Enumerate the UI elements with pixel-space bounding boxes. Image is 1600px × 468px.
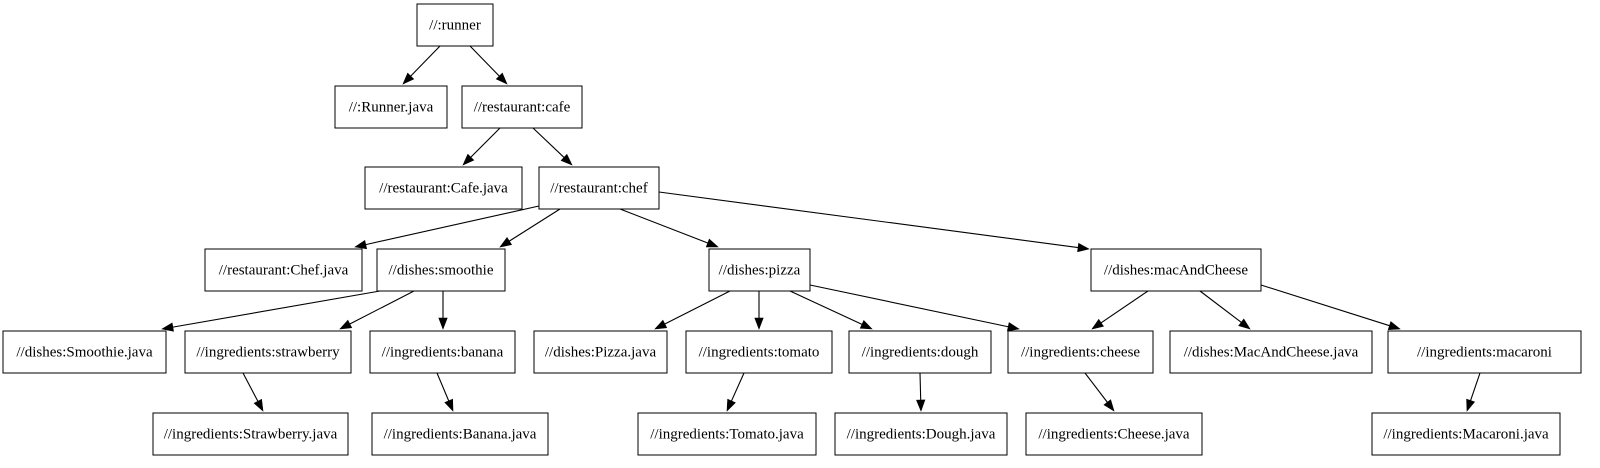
graph-node-label: //ingredients:Cheese.java	[1038, 426, 1190, 442]
graph-node-label: //dishes:MacAndCheese.java	[1184, 344, 1359, 360]
graph-node-strawberry_java[interactable]: //ingredients:Strawberry.java	[152, 412, 349, 456]
graph-node-ing_cheese[interactable]: //ingredients:cheese	[1007, 330, 1154, 374]
graph-node-label: //ingredients:macaroni	[1417, 344, 1552, 360]
graph-edge	[754, 291, 764, 330]
graph-edge	[658, 191, 1090, 253]
graph-node-label: //dishes:Pizza.java	[545, 344, 657, 360]
graph-node-ing_tomato[interactable]: //ingredients:tomato	[685, 330, 833, 374]
graph-node-label: //:Runner.java	[349, 99, 434, 115]
graph-node-dishes_macandcheese[interactable]: //dishes:macAndCheese	[1090, 248, 1262, 292]
graph-edge	[789, 290, 873, 330]
graph-node-label: //ingredients:Banana.java	[384, 426, 537, 442]
graph-node-label: //restaurant:cafe	[474, 99, 571, 115]
graph-edge	[339, 290, 415, 330]
graph-node-ing_strawberry[interactable]: //ingredients:strawberry	[184, 330, 352, 374]
graph-edge	[1091, 290, 1149, 330]
graph-edge	[809, 284, 1020, 332]
graph-edge	[436, 372, 454, 412]
graph-node-label: //restaurant:Chef.java	[219, 262, 349, 278]
graph-node-label: //ingredients:Tomato.java	[650, 426, 804, 442]
graph-edge	[532, 127, 573, 166]
graph-edge	[438, 291, 448, 330]
graph-node-runner[interactable]: //:runner	[416, 3, 494, 47]
graph-node-banana_java[interactable]: //ingredients:Banana.java	[371, 412, 549, 456]
graph-edge	[161, 290, 381, 332]
graph-node-label: //dishes:pizza	[719, 262, 801, 278]
graph-node-label: //ingredients:tomato	[699, 344, 820, 360]
graph-edge	[462, 127, 501, 166]
graph-node-chef_java[interactable]: //restaurant:Chef.java	[204, 248, 363, 292]
graph-node-label: //:runner	[429, 17, 481, 33]
graph-node-label: //restaurant:Cafe.java	[379, 180, 508, 196]
graph-edge	[1084, 372, 1115, 412]
graph-edge	[916, 372, 926, 412]
graph-node-label: //ingredients:banana	[382, 344, 504, 360]
graph-node-restaurant_cafe[interactable]: //restaurant:cafe	[461, 85, 583, 129]
graph-edge	[654, 290, 731, 330]
graph-node-pizza_java[interactable]: //dishes:Pizza.java	[533, 330, 668, 374]
graph-node-label: //ingredients:Dough.java	[847, 426, 996, 442]
graph-node-label: //dishes:smoothie	[389, 262, 494, 278]
graph-node-label: //ingredients:cheese	[1021, 344, 1140, 360]
graph-edge	[469, 45, 508, 85]
graph-edge	[354, 205, 540, 250]
graph-node-restaurant_chef[interactable]: //restaurant:chef	[538, 166, 660, 210]
graph-node-dishes_pizza[interactable]: //dishes:pizza	[708, 248, 811, 292]
graph-node-ing_banana[interactable]: //ingredients:banana	[369, 330, 516, 374]
graph-node-ing_dough[interactable]: //ingredients:dough	[848, 330, 992, 374]
graph-node-macaroni_java[interactable]: //ingredients:Macaroni.java	[1371, 412, 1561, 456]
graph-node-label: //restaurant:chef	[550, 180, 647, 196]
graph-edge	[1466, 372, 1481, 412]
graph-edges-layer	[161, 45, 1481, 412]
graph-edge	[402, 45, 441, 85]
graph-edge	[1260, 284, 1401, 331]
graph-node-ing_macaroni[interactable]: //ingredients:macaroni	[1387, 330, 1582, 374]
graph-edge	[499, 208, 561, 248]
graph-node-runner_java[interactable]: //:Runner.java	[334, 85, 448, 129]
graph-edge	[619, 208, 719, 248]
graph-edge	[1199, 290, 1251, 330]
graph-node-label: //ingredients:dough	[862, 344, 979, 360]
graph-node-label: //ingredients:Macaroni.java	[1383, 426, 1549, 442]
graph-nodes-layer: //:runner //:Runner.java //restaurant:cafe…	[2, 3, 1582, 456]
graph-edge	[242, 372, 264, 412]
graph-node-cafe_java[interactable]: //restaurant:Cafe.java	[364, 166, 523, 210]
graph-node-label: //ingredients:strawberry	[196, 344, 340, 360]
graph-node-label: //ingredients:Strawberry.java	[164, 426, 338, 442]
graph-node-label: //dishes:macAndCheese	[1104, 262, 1248, 278]
graph-edge	[726, 372, 745, 412]
graph-node-label: //dishes:Smoothie.java	[16, 344, 153, 360]
graph-node-dishes_smoothie[interactable]: //dishes:smoothie	[376, 248, 506, 292]
graph-node-macandcheese_java[interactable]: //dishes:MacAndCheese.java	[1169, 330, 1373, 374]
graph-node-cheese_java[interactable]: //ingredients:Cheese.java	[1025, 412, 1203, 456]
graph-node-tomato_java[interactable]: //ingredients:Tomato.java	[637, 412, 817, 456]
graph-node-dough_java[interactable]: //ingredients:Dough.java	[834, 412, 1008, 456]
graph-node-smoothie_java[interactable]: //dishes:Smoothie.java	[2, 330, 167, 374]
